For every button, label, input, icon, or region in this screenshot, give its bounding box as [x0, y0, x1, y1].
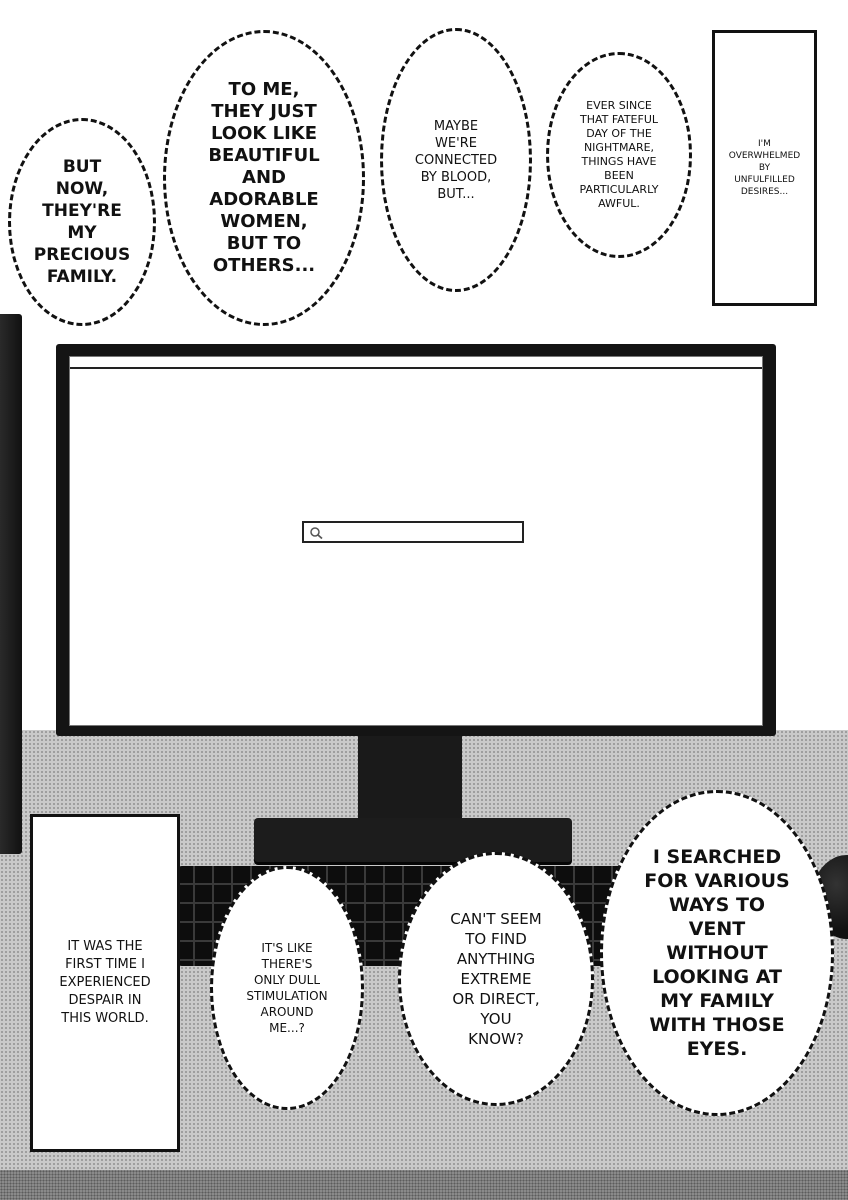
bubble-text: I searched for various ways to vent with… [644, 846, 790, 1060]
desk-edge [0, 1170, 848, 1200]
browser-toolbar [70, 367, 762, 369]
bubble-text: Can't seem to find anything extreme or d… [450, 910, 542, 1048]
speech-bubble-extreme-or-direct: Can't seem to find anything extreme or d… [398, 852, 594, 1106]
pc-tower [0, 314, 22, 854]
speech-bubble-ways-to-vent: I searched for various ways to vent with… [600, 790, 834, 1116]
bubble-text: Ever since that fateful day of the night… [579, 99, 659, 210]
speech-bubble-dull-stimulation: It's like there's only dull stimulation … [210, 866, 364, 1110]
search-icon [310, 527, 323, 540]
caption-box-despair: It was the first time I experienced desp… [30, 814, 180, 1152]
monitor-stand-neck [358, 736, 462, 822]
search-input[interactable] [302, 521, 524, 543]
speech-bubble-beautiful-women: To me, they just look like beautiful and… [163, 30, 365, 326]
speech-bubble-connected-by-blood: Maybe we're connected by blood, but... [380, 28, 532, 292]
caption-box-unfulfilled-desires: I'm overwhelmed by unfulfilled desires..… [712, 30, 817, 306]
caption-text: It was the first time I experienced desp… [59, 939, 151, 1026]
monitor-stand-base [254, 818, 572, 862]
bubble-text: To me, they just look like beautiful and… [208, 79, 320, 276]
monitor-screen [69, 356, 763, 726]
bubble-text: It's like there's only dull stimulation … [246, 941, 328, 1035]
caption-text: I'm overwhelmed by unfulfilled desires..… [728, 139, 801, 197]
speech-bubble-precious-family: But now, they're my precious family. [8, 118, 156, 326]
bubble-text: Maybe we're connected by blood, but... [414, 118, 498, 202]
speech-bubble-fateful-day: Ever since that fateful day of the night… [546, 52, 692, 258]
bubble-text: But now, they're my precious family. [33, 157, 131, 287]
monitor [56, 344, 776, 736]
